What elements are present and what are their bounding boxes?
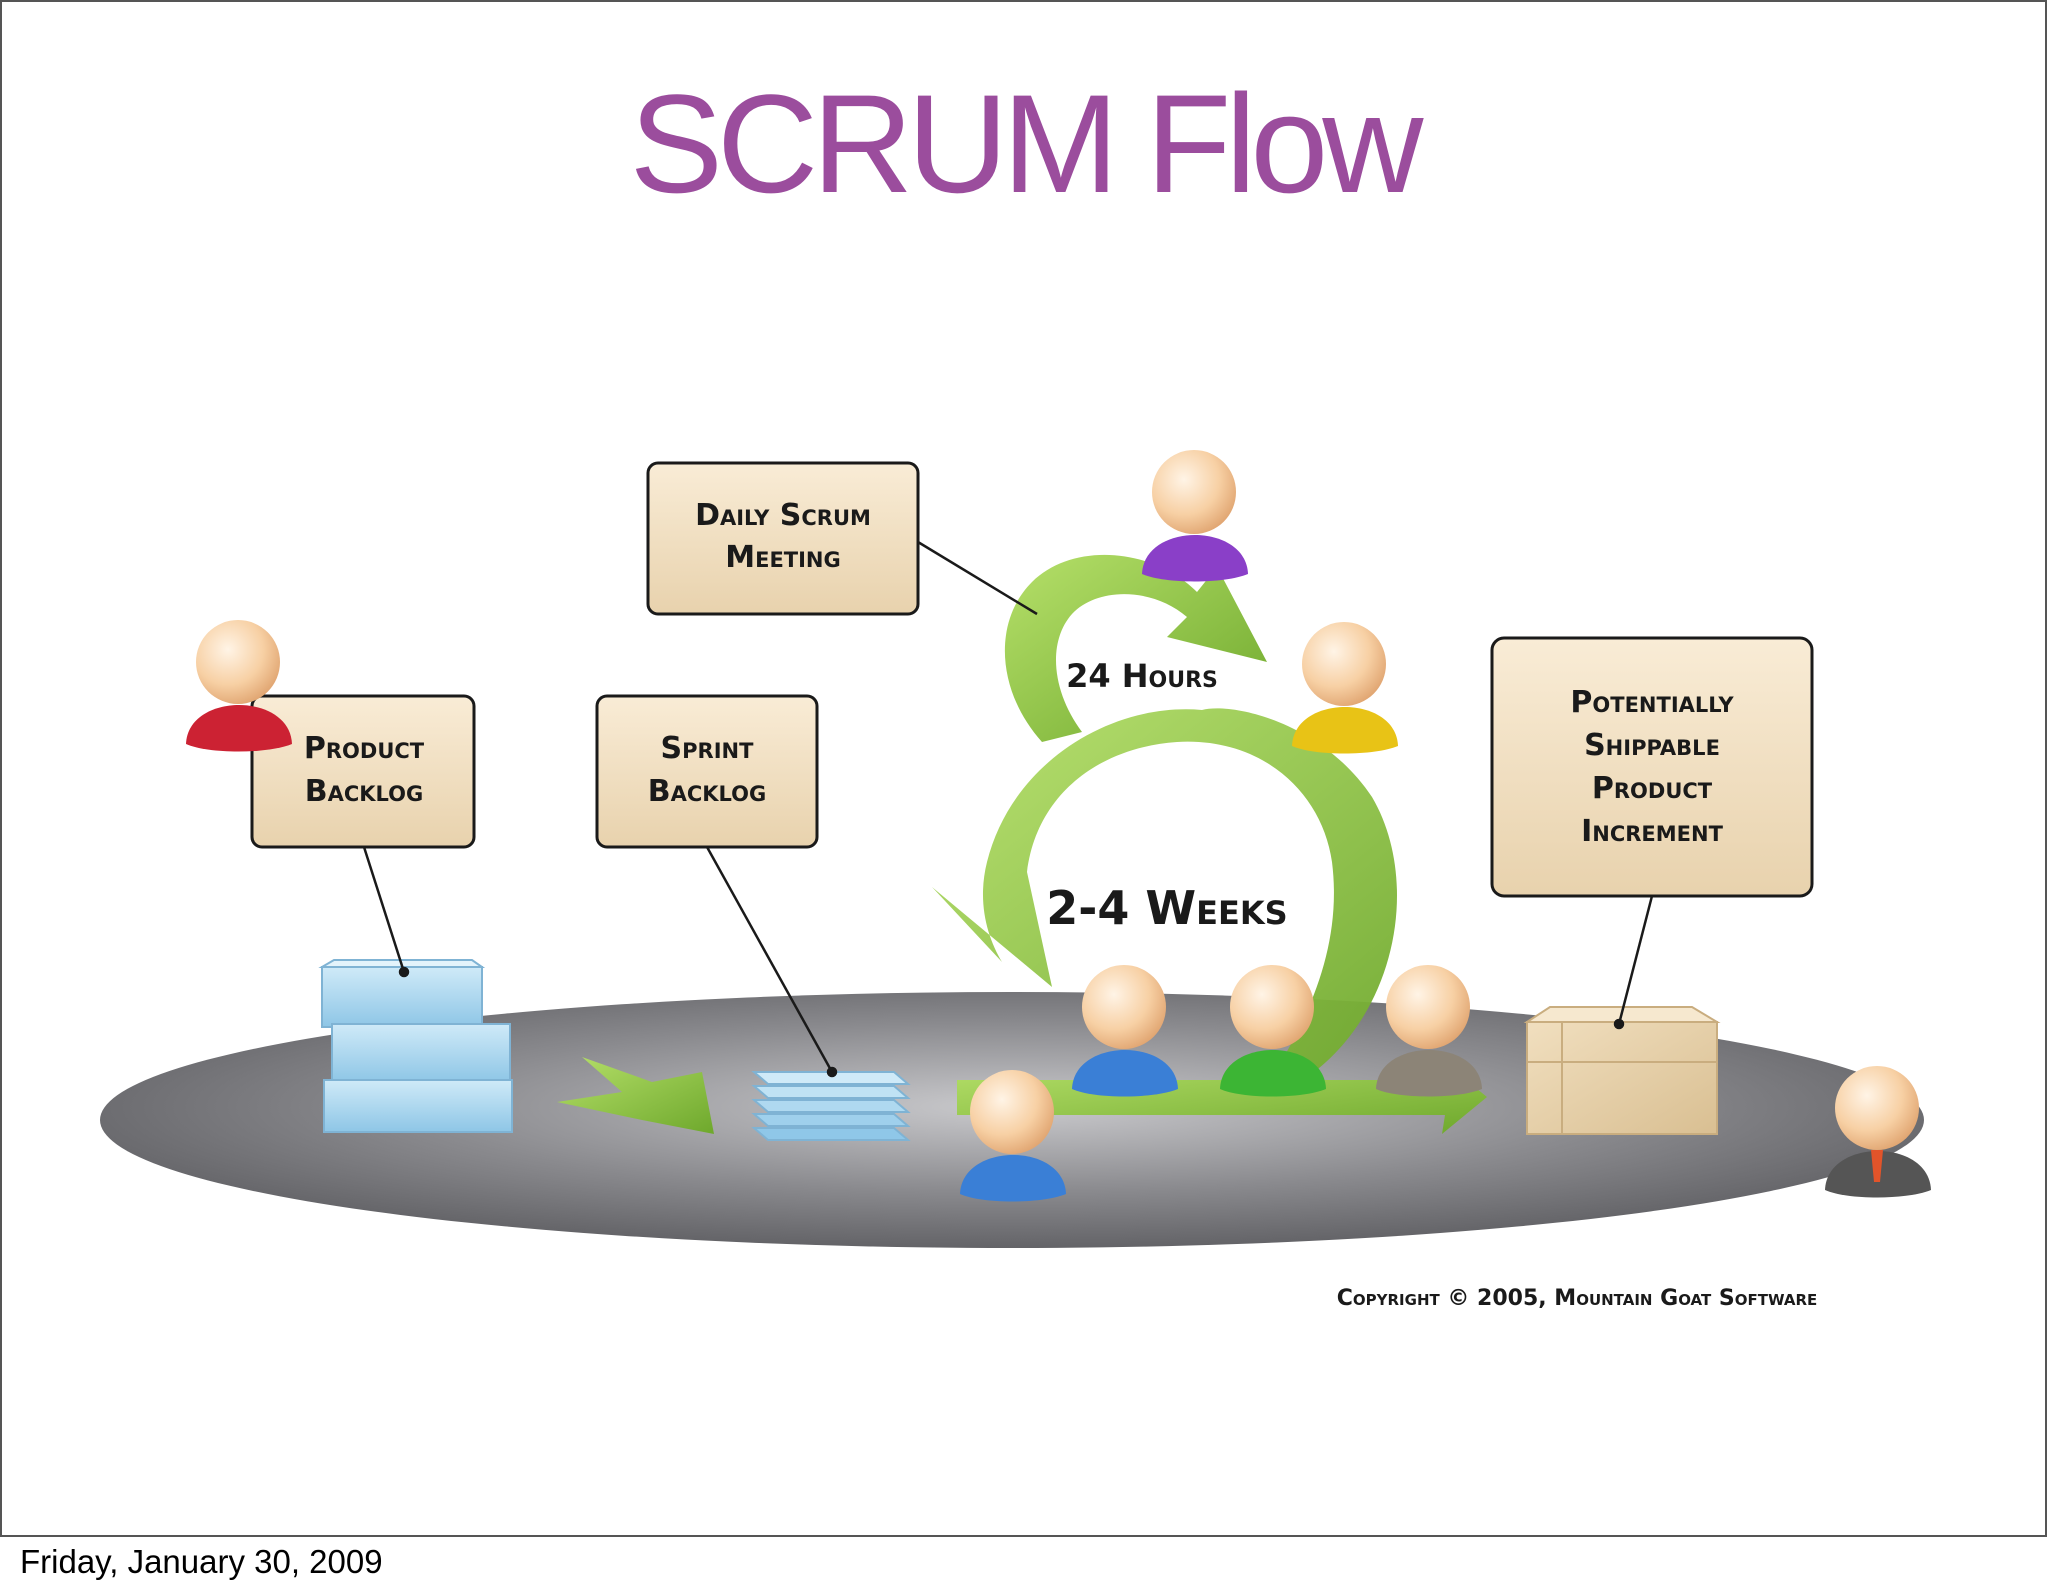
product-backlog-label-box: Product Backlog: [250, 694, 476, 849]
sprint-backlog-label-box: Sprint Backlog: [595, 694, 819, 849]
increment-label-line-4: Increment: [1581, 814, 1723, 849]
person-icon: [1142, 450, 1248, 582]
connector-lines: [362, 540, 1654, 1078]
sprint-backlog-label-line-2: Backlog: [648, 774, 767, 809]
slide-title: SCRUM Flow: [629, 65, 1424, 222]
product-backlog-label-line-1: Product: [304, 731, 425, 766]
increment-label-line-2: Shippable: [1584, 728, 1720, 763]
person-icon: [1376, 965, 1482, 1097]
increment-label-line-3: Product: [1592, 771, 1713, 806]
increment-label-line-1: Potentially: [1570, 685, 1734, 720]
copyright-text: Copyright © 2005, Mountain Goat Software: [1337, 1286, 1818, 1311]
person-icon: [960, 1070, 1066, 1202]
person-icon: [1825, 1066, 1931, 1198]
person-icon: [1220, 965, 1326, 1097]
increment-label-box: Potentially Shippable Product Increment: [1490, 636, 1814, 898]
backlog-to-sprint-arrow-icon: [557, 1057, 714, 1134]
product-backlog-blocks-icon: [318, 959, 513, 1133]
daily-scrum-label-line-2: Meeting: [725, 540, 841, 575]
sprint-backlog-label-line-1: Sprint: [661, 731, 755, 766]
product-backlog-label-line-2: Backlog: [305, 774, 424, 809]
hours-label: 24 Hours: [1066, 657, 1218, 695]
slide: SCRUM Flow: [0, 0, 2047, 1537]
scrum-flow-diagram: Daily Scrum Meeting Product Backlog Spri…: [100, 450, 1931, 1311]
sprint-backlog-stack-icon: [751, 1071, 911, 1141]
footer-date: Friday, January 30, 2009: [20, 1543, 383, 1580]
weeks-label: 2-4 Weeks: [1046, 881, 1287, 935]
daily-scrum-label-line-1: Daily Scrum: [695, 498, 871, 533]
person-icon: [1292, 622, 1398, 754]
person-icon: [186, 620, 292, 752]
daily-cycle-arrow-icon: [1004, 554, 1267, 742]
daily-scrum-label-box: Daily Scrum Meeting: [646, 461, 920, 616]
person-icon: [1072, 965, 1178, 1097]
